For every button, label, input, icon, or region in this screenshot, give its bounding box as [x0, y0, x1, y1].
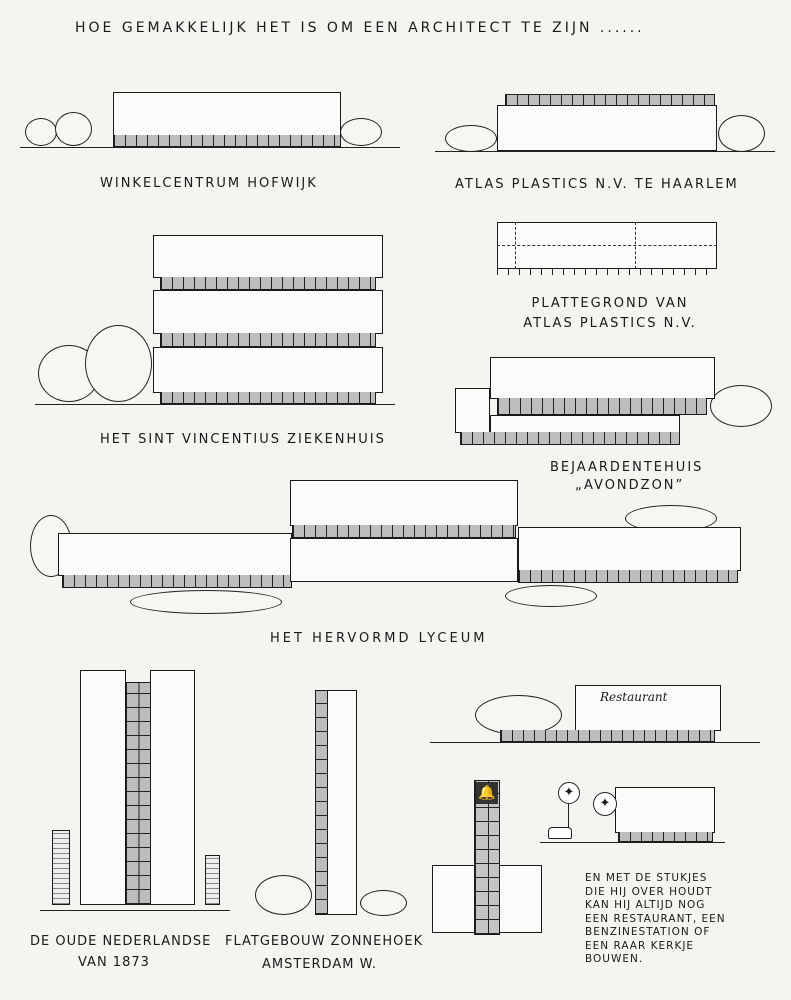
tree-icon — [340, 118, 382, 146]
note-line: BOUWEN. — [585, 953, 644, 965]
ground-line — [430, 742, 760, 743]
window-strip — [518, 570, 738, 583]
label-lyceum: HET HERVORMD LYCEUM — [270, 631, 488, 646]
building-floor — [153, 347, 383, 393]
window-strip — [618, 832, 713, 842]
closing-note: EN MET DE STUKJES DIE HIJ OVER HOUDT KAN… — [585, 872, 726, 967]
tree-icon — [255, 875, 312, 915]
building-center — [290, 538, 518, 582]
church-tower — [474, 780, 500, 935]
building-wing — [58, 533, 292, 576]
label-ziekenhuis: HET SINT VINCENTIUS ZIEKENHUIS — [100, 432, 386, 447]
tree-icon — [360, 890, 407, 916]
window-strip — [497, 398, 707, 415]
note-line: EEN RESTAURANT, EEN — [585, 912, 726, 925]
building — [113, 92, 341, 136]
building — [497, 105, 717, 151]
fuel-sign-icon: ✦ — [593, 792, 617, 816]
note-line: EN MET DE STUKJES — [585, 872, 708, 884]
building — [490, 415, 680, 433]
window-strip — [160, 277, 376, 290]
fuel-sign-icon: ✦ — [558, 782, 580, 804]
tree-icon — [718, 115, 765, 152]
tree-icon — [130, 590, 282, 614]
label-plattegrond-1: PLATTEGROND VAN — [531, 296, 689, 311]
building-center — [290, 480, 518, 526]
window-strip — [292, 525, 516, 538]
label-oude-1: DE OUDE NEDERLANDSE — [30, 934, 212, 949]
building-floor — [153, 290, 383, 334]
tower — [150, 670, 195, 905]
tree-icon — [25, 118, 57, 146]
car-icon — [548, 827, 572, 839]
ground-line — [540, 842, 725, 843]
building-floor — [153, 235, 383, 278]
label-flat-1: FLATGEBOUW ZONNEHOEK — [225, 934, 424, 949]
ground-line — [35, 404, 395, 405]
tree-icon — [475, 695, 562, 735]
note-line: BENZINESTATION OF — [585, 926, 711, 938]
ground-line — [40, 910, 230, 911]
page-title: HOE GEMAKKELIJK HET IS OM EEN ARCHITECT … — [75, 20, 645, 36]
tower — [327, 690, 357, 915]
tower — [80, 670, 126, 905]
note-line: DIE HIJ OVER HOUDT — [585, 885, 713, 898]
ground-line — [435, 151, 775, 152]
bell-icon: 🔔 — [476, 782, 498, 804]
label-oude-2: VAN 1873 — [78, 955, 150, 970]
building — [455, 388, 490, 433]
building-wing — [518, 527, 741, 571]
window-strip — [460, 432, 680, 445]
tree-icon — [505, 585, 597, 607]
tree-icon — [445, 125, 497, 152]
sign-pole — [568, 804, 569, 839]
note-line: KAN HIJ ALTIJD NOG — [585, 899, 706, 911]
background-building — [52, 830, 70, 905]
ground-line — [20, 147, 400, 148]
label-plattegrond-2: ATLAS PLASTICS N.V. — [523, 316, 697, 331]
background-building — [205, 855, 220, 905]
label-bejaarden-2: „AVONDZON” — [575, 478, 685, 493]
window-strip — [500, 730, 715, 742]
tree-icon — [55, 112, 92, 146]
label-bejaarden-1: BEJAARDENTEHUIS — [550, 460, 704, 475]
building — [490, 357, 715, 399]
label-flat-2: AMSTERDAM W. — [262, 957, 378, 972]
window-strip — [160, 392, 376, 404]
label-atlas: ATLAS PLASTICS N.V. TE HAARLEM — [455, 177, 739, 192]
window-strip — [113, 135, 341, 147]
tree-icon — [85, 325, 152, 402]
station-building — [615, 787, 715, 833]
window-strip — [62, 575, 292, 588]
label-winkelcentrum: WINKELCENTRUM HOFWIJK — [100, 176, 318, 191]
restaurant-sign: Restaurant — [600, 690, 668, 704]
window-strip — [160, 333, 376, 347]
tree-icon — [710, 385, 772, 427]
glass-core — [125, 682, 151, 905]
note-line: EEN RAAR KERKJE — [585, 939, 695, 952]
